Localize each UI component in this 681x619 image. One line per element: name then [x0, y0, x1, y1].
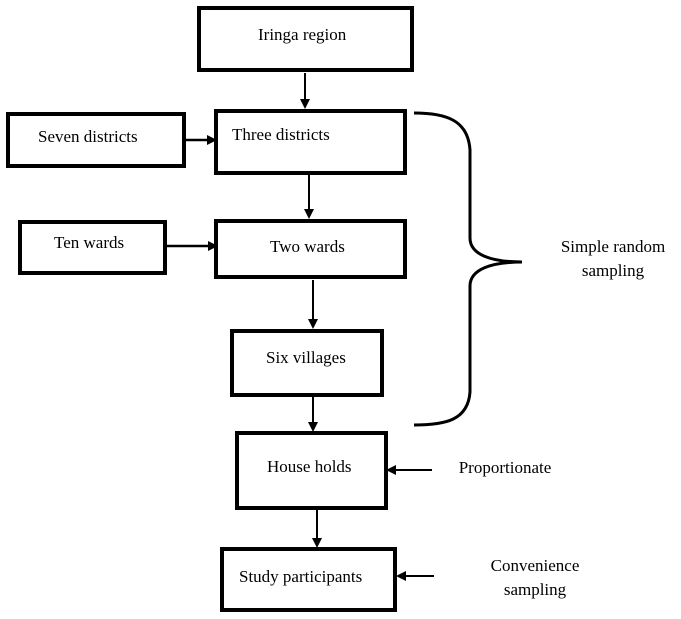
house-holds-box: House holds: [235, 431, 388, 510]
three-districts-box: Three districts: [214, 109, 407, 175]
three-districts-label: Three districts: [232, 125, 330, 144]
simple-random-line2: sampling: [581, 261, 645, 280]
seven-districts-label: Seven districts: [38, 127, 138, 146]
ten-wards-box: Ten wards: [18, 220, 167, 275]
iringa-region-label: Iringa region: [258, 25, 347, 44]
six-villages-box: Six villages: [230, 329, 384, 397]
study-participants-label: Study participants: [239, 567, 363, 586]
house-holds-label: House holds: [267, 457, 352, 476]
proportionate-label: Proportionate: [458, 458, 552, 477]
simple-random-sampling-label: Simple random sampling: [548, 235, 678, 283]
convenience-line2: sampling: [503, 580, 567, 599]
convenience-line1: Convenience: [490, 556, 580, 575]
simple-random-line1: Simple random: [560, 237, 666, 256]
ten-wards-label: Ten wards: [54, 233, 125, 252]
two-wards-label: Two wards: [270, 237, 345, 256]
study-participants-box: Study participants: [220, 547, 397, 612]
convenience-sampling-label: Convenience sampling: [470, 554, 600, 602]
two-wards-box: Two wards: [214, 219, 407, 279]
simple-random-brace: [413, 111, 523, 427]
seven-districts-box: Seven districts: [6, 112, 186, 168]
six-villages-label: Six villages: [266, 348, 346, 367]
iringa-region-box: Iringa region: [197, 6, 414, 72]
